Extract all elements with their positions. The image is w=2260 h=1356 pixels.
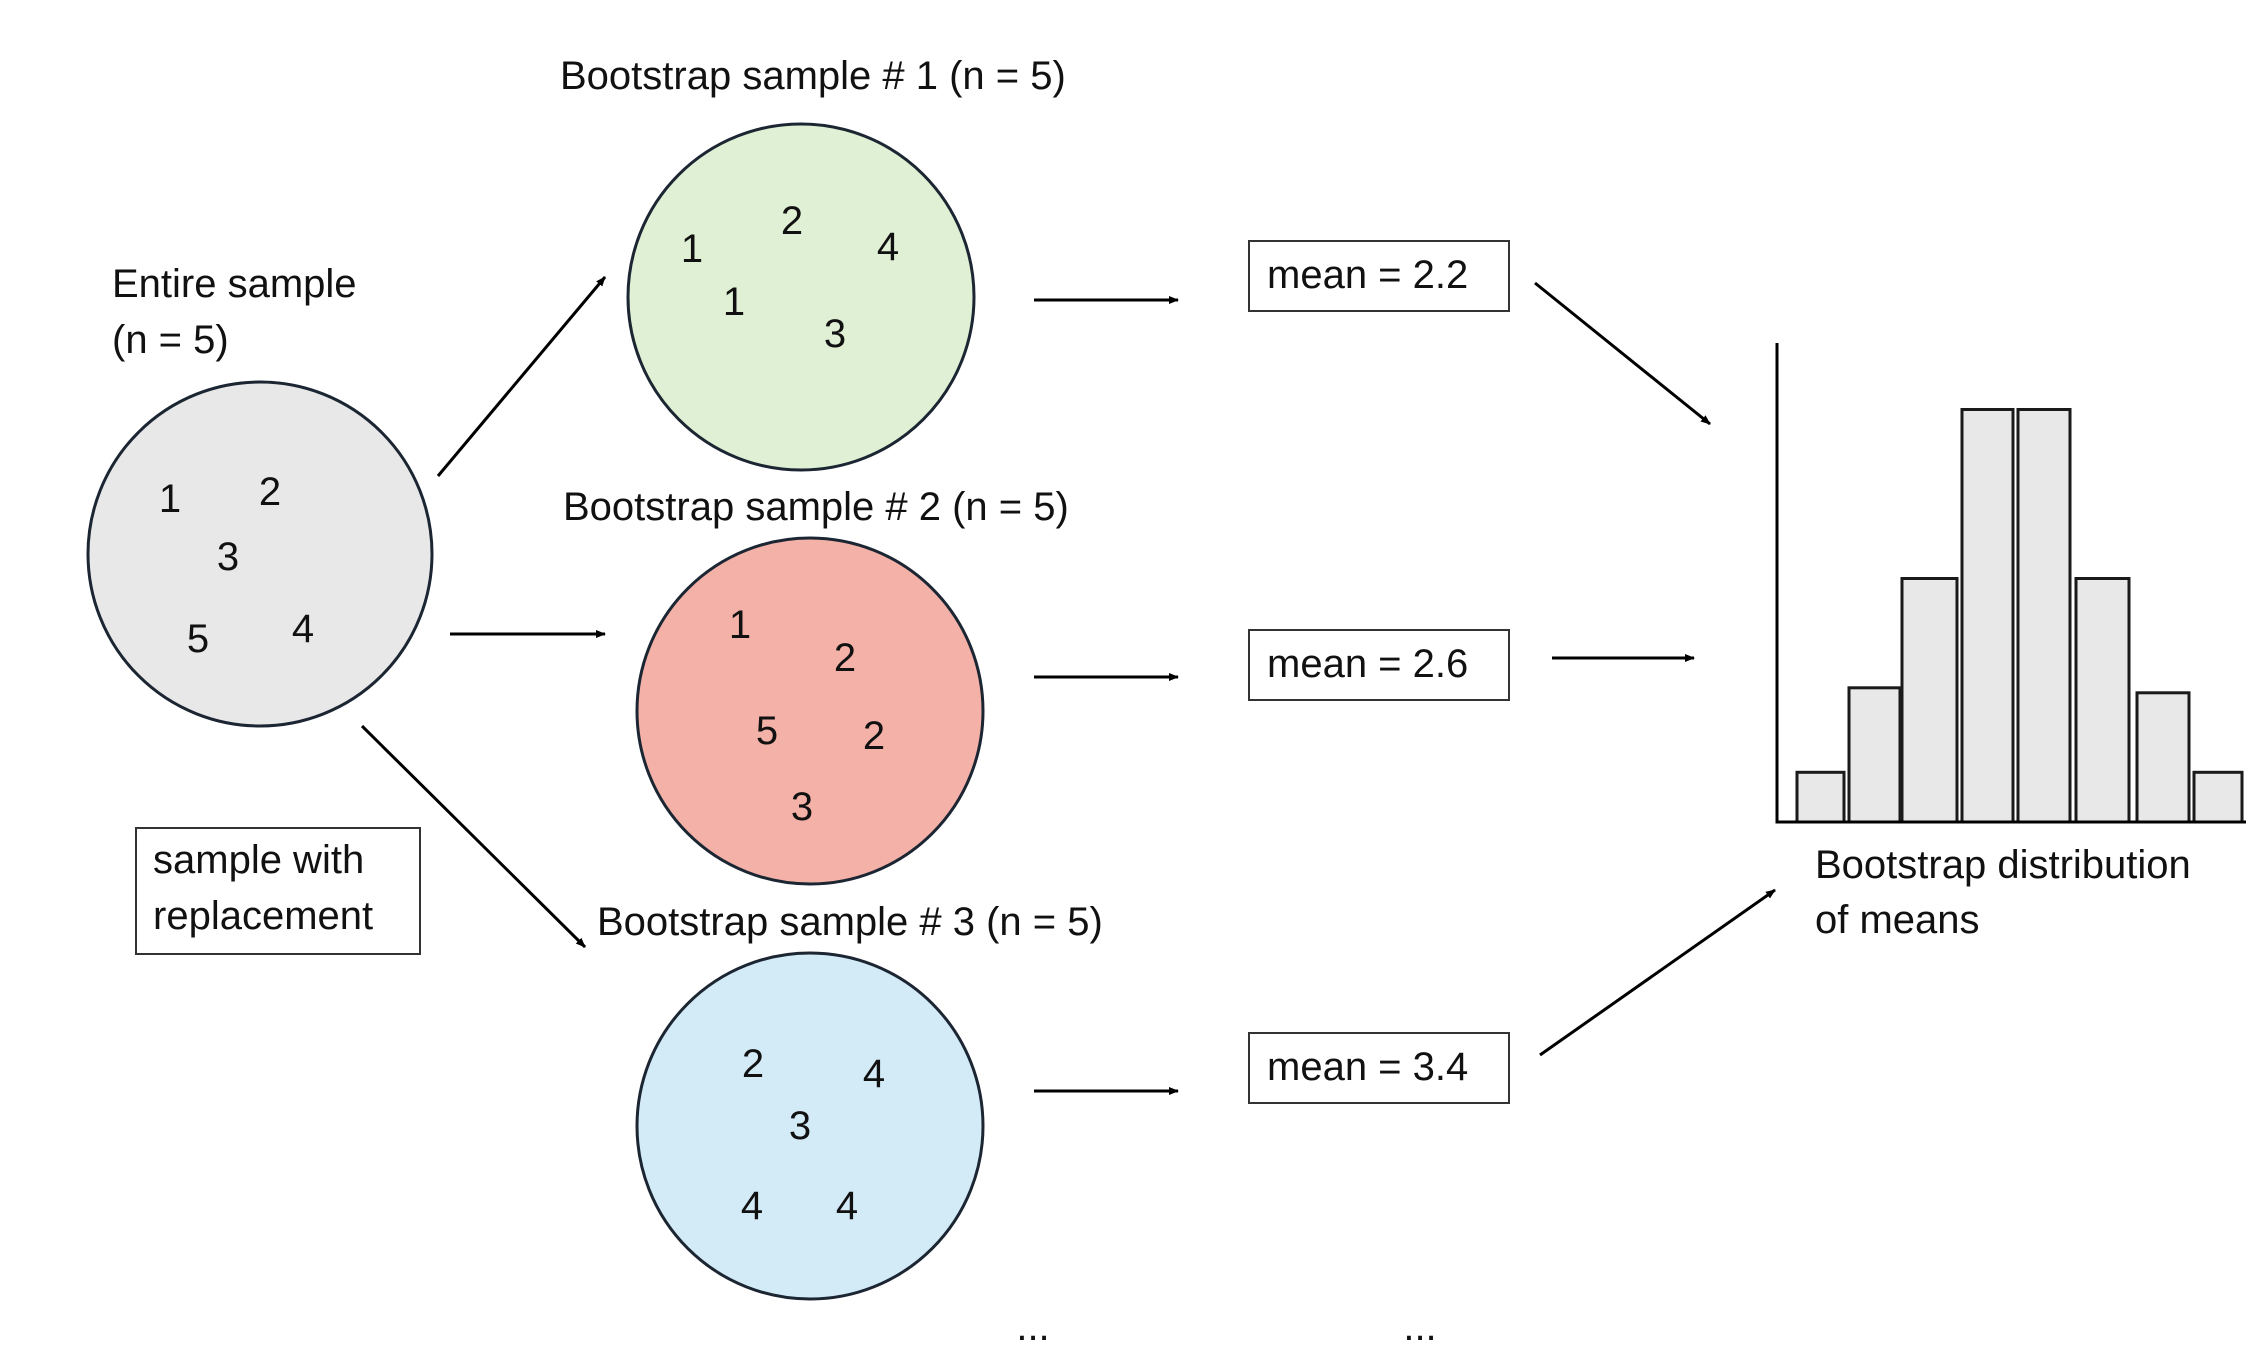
- sample-1-title: Bootstrap sample # 1 (n = 5): [560, 54, 1066, 98]
- arrow-to-sample-1: [436, 276, 607, 477]
- sample-value: 3: [789, 1104, 811, 1148]
- sample-value: 3: [217, 535, 239, 579]
- bootstrap-histogram: Bootstrap distribution of means: [1775, 343, 2246, 942]
- sample-value: 2: [781, 199, 803, 243]
- sample-value: 4: [877, 225, 899, 269]
- mean-2-box: [1248, 629, 1510, 701]
- bootstrap-sample-3: Bootstrap sample # 3 (n = 5) 2 4 3 4 4 m…: [597, 900, 1510, 1301]
- note-box: [135, 827, 421, 955]
- arrow-mean-3-to-histogram: [1539, 888, 1776, 1057]
- histogram-bar: [2074, 577, 2131, 824]
- histogram-axes: [1775, 343, 2246, 824]
- sample-3-circle: [635, 951, 985, 1301]
- histogram-label-line-2: of means: [1815, 898, 1980, 942]
- histogram-bar: [1960, 408, 2015, 824]
- sample-value: 1: [681, 227, 703, 271]
- entire-sample-circle: [86, 380, 434, 728]
- bootstrap-sample-1: Bootstrap sample # 1 (n = 5) 1 2 4 1 3 m…: [560, 54, 1510, 472]
- sample-value: 1: [729, 603, 751, 647]
- histogram-bar: [1795, 770, 1846, 824]
- sample-value: 2: [834, 636, 856, 680]
- sample-value: 3: [824, 312, 846, 356]
- ellipsis-means: ...: [1403, 1305, 1436, 1349]
- sample-value: 3: [791, 785, 813, 829]
- sample-with-replacement-note: sample with replacement: [135, 827, 421, 955]
- sample-1-circle: [626, 122, 976, 472]
- arrow-mean-1-to-histogram: [1534, 281, 1711, 426]
- mean-3-value: mean = 3.4: [1267, 1045, 1468, 1089]
- sample-value: 4: [836, 1184, 858, 1228]
- arrow-to-sample-3: [360, 724, 587, 949]
- sample-value: 4: [292, 607, 314, 651]
- sample-value: 5: [756, 709, 778, 753]
- histogram-bar: [2135, 691, 2191, 824]
- mean-3-box: [1248, 1032, 1510, 1104]
- sample-3-title: Bootstrap sample # 3 (n = 5): [597, 900, 1103, 944]
- sample-value: 1: [159, 477, 181, 521]
- entire-sample-group: Entire sample (n = 5) 1 2 3 5 4: [86, 262, 434, 728]
- sample-value: 5: [187, 617, 209, 661]
- histogram-bar: [2192, 770, 2244, 824]
- sample-value: 2: [259, 470, 281, 514]
- note-line-1: sample with: [153, 838, 364, 882]
- sample-value: 2: [742, 1042, 764, 1086]
- mean-1-value: mean = 2.2: [1267, 253, 1468, 297]
- note-line-2: replacement: [153, 894, 373, 938]
- sample-value: 1: [723, 280, 745, 324]
- histogram-bar: [1847, 686, 1902, 824]
- sample-2-title: Bootstrap sample # 2 (n = 5): [563, 485, 1069, 529]
- sample-value: 4: [741, 1184, 763, 1228]
- sample-value: 4: [863, 1052, 885, 1096]
- histogram-bars: [1795, 408, 2244, 824]
- entire-sample-size: (n = 5): [112, 318, 229, 362]
- histogram-label-line-1: Bootstrap distribution: [1815, 843, 2191, 887]
- sample-value: 2: [863, 714, 885, 758]
- mean-1-box: [1248, 240, 1510, 312]
- histogram-bar: [1900, 577, 1959, 824]
- bootstrap-sample-2: Bootstrap sample # 2 (n = 5) 1 2 5 2 3 m…: [563, 485, 1510, 886]
- entire-sample-title: Entire sample: [112, 262, 357, 306]
- sample-2-circle: [635, 536, 985, 886]
- mean-2-value: mean = 2.6: [1267, 642, 1468, 686]
- ellipsis-samples: ...: [1016, 1305, 1049, 1349]
- histogram-bar: [2016, 408, 2072, 824]
